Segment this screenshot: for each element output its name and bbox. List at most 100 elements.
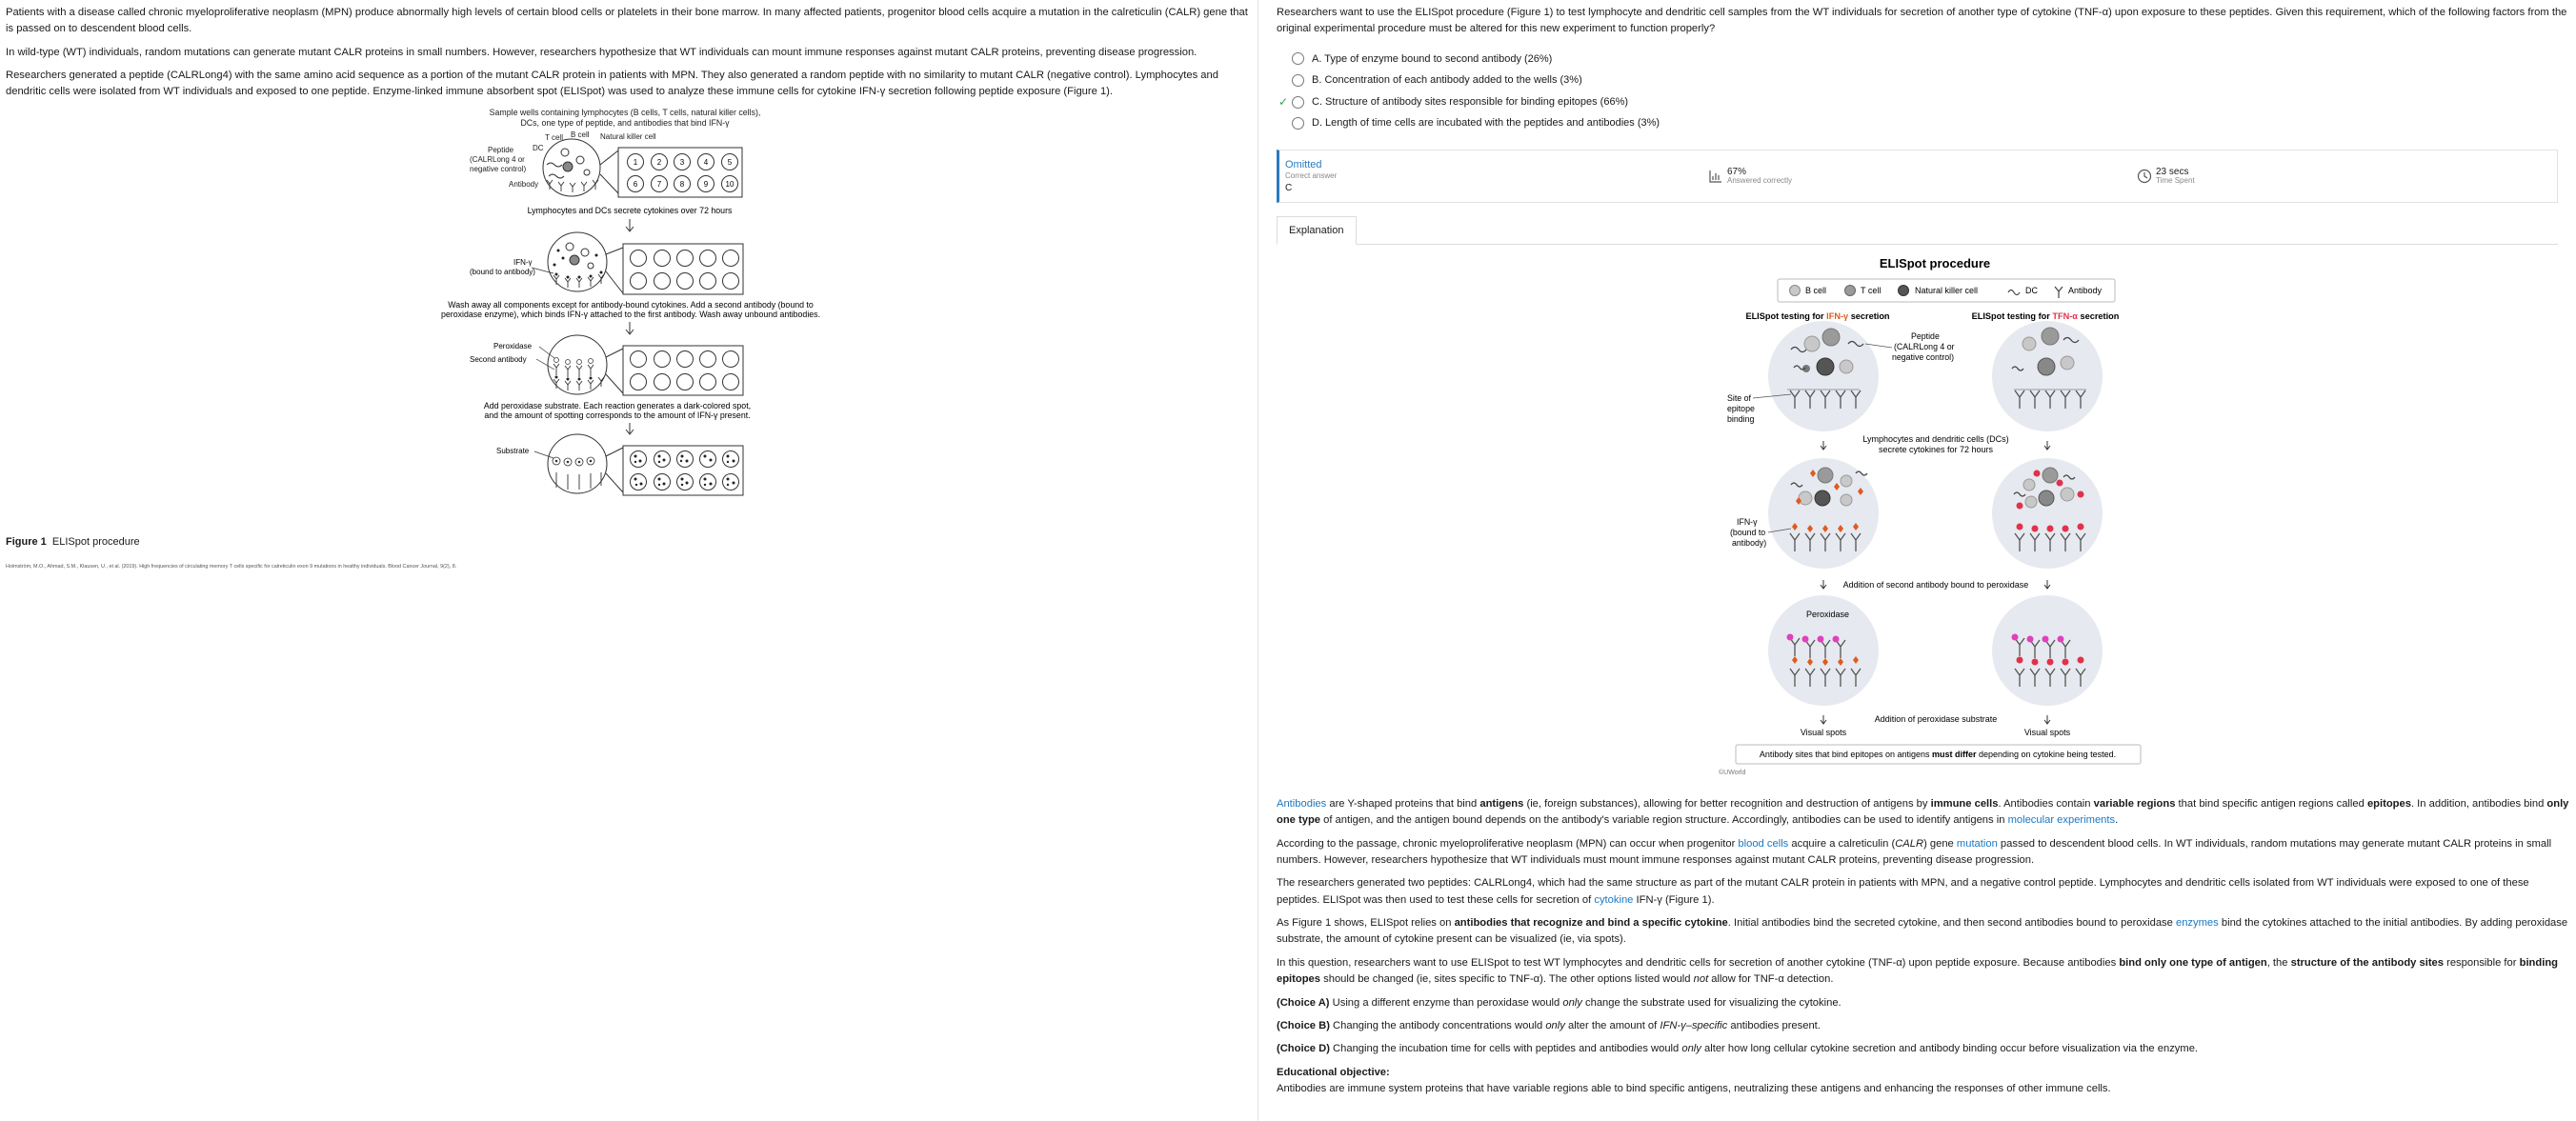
educational-objective-label: Educational objective: <box>1277 1065 2570 1081</box>
fig1-label-nk: Natural killer cell <box>600 132 656 141</box>
fig1-label-bcell: B cell <box>571 130 590 139</box>
choice-c[interactable]: ✓ C. Structure of antibody sites respons… <box>1278 91 2570 113</box>
text-span: should be changed (ie, sites specific to… <box>1320 973 1694 986</box>
explanation-paragraph-4: As Figure 1 shows, ELISpot relies on ant… <box>1277 915 2570 949</box>
omitted-status: Omitted Correct answer C <box>1285 150 1337 202</box>
header-prefix: ELISpot testing for <box>1745 311 1826 321</box>
passage-paragraph-2: In wild-type (WT) individuals, random mu… <box>6 46 1197 58</box>
italic-span: only <box>1681 1043 1701 1055</box>
choice-b[interactable]: B. Concentration of each antibody added … <box>1278 70 2570 91</box>
bold-span: immune cells <box>1930 797 1999 810</box>
bold-span: antibodies that recognize and bind a spe… <box>1454 917 1728 930</box>
fig2-label-peroxidase: Peroxidase <box>1806 610 1849 619</box>
educational-objective: Antibodies are immune system proteins th… <box>1277 1083 2111 1094</box>
fig1-well-label: 3 <box>680 158 685 167</box>
text-span: acquire a calreticulin ( <box>1788 837 1896 850</box>
explanation-diagram: ELISpot procedure B cell T cell Natural … <box>1719 256 2142 776</box>
fig1-step3-line1: Wash away all components except for anti… <box>448 300 814 310</box>
fig1-zoom-circle-2 <box>547 231 624 294</box>
fig1-step4-line2: and the amount of spotting corresponds t… <box>484 410 750 420</box>
choice-a-text: A. Type of enzyme bound to second antibo… <box>1312 52 1553 65</box>
fig1-zoom-circle-4 <box>547 433 624 494</box>
fig2-step2-line2: secrete cytokines for 72 hours <box>1879 445 1994 454</box>
fig2-col2-header: ELISpot testing for TFN-α secretion <box>1972 311 2120 321</box>
fig1-zoom-circle-1 <box>542 138 619 197</box>
text-span: alter how long cellular cytokine secreti… <box>1701 1043 2199 1055</box>
fig1-zoom-circle-3 <box>547 334 624 395</box>
radio-button[interactable] <box>1292 117 1304 130</box>
radio-button[interactable] <box>1292 52 1304 66</box>
tab-explanation[interactable]: Explanation <box>1277 215 1357 245</box>
fig1-well-label: 2 <box>657 158 662 167</box>
fig1-label-peroxidase: Peroxidase <box>493 342 533 350</box>
italic-span: only <box>1562 996 1582 1009</box>
fig2-note-box <box>1735 744 2142 765</box>
text-span: of antigen, and the antigen bound depend… <box>1320 814 2008 827</box>
link-blood-cells[interactable]: blood cells <box>1738 837 1789 850</box>
fig2-visual-spots-2: Visual spots <box>2024 728 2071 737</box>
arrow-down-icon <box>1820 579 1827 590</box>
choice-label: (Choice B) <box>1277 1019 1330 1031</box>
choice-a[interactable]: A. Type of enzyme bound to second antibo… <box>1278 49 2570 70</box>
fig2-label-ifn-2: (bound to <box>1730 528 1765 537</box>
time-label: Time Spent <box>2156 176 2195 186</box>
header-suffix: secretion <box>2078 311 2120 321</box>
figure-1: Sample wells containing lymphocytes (B c… <box>6 108 1254 527</box>
arrow-down-icon <box>625 321 634 335</box>
passage-paragraph-3: Researchers generated a peptide (CALRLon… <box>6 70 1218 98</box>
text-span: responsible for <box>2444 956 2520 969</box>
fig2-label-site-2: epitope <box>1727 404 1755 413</box>
link-molecular-experiments[interactable]: molecular experiments <box>2007 814 2116 827</box>
note-prefix: Antibody sites that bind epitopes on ant… <box>1760 750 1932 759</box>
choice-a-explanation: (Choice A) Using a different enzyme than… <box>1277 995 2570 1011</box>
citation: Holmström, M.O., Ahmad, S.M., Klausen, U… <box>6 564 457 571</box>
question-stem: Researchers want to use the ELISpot proc… <box>1277 7 2567 34</box>
header-suffix: secretion <box>1848 311 1890 321</box>
fig1-label-peptide-1: Peptide <box>488 146 514 154</box>
text-span: Using a different enzyme than peroxidase… <box>1329 996 1563 1009</box>
legend-item: DC <box>2025 286 2038 295</box>
explanation-paragraph-5: In this question, researchers want to us… <box>1277 955 2570 989</box>
choice-d-text: D. Length of time cells are incubated wi… <box>1312 117 1660 130</box>
link-antibodies[interactable]: Antibodies <box>1277 797 1327 810</box>
bold-span: variable regions <box>2093 797 2176 810</box>
fig1-well-label: 6 <box>634 180 638 189</box>
link-mutation[interactable]: mutation <box>1956 837 1998 850</box>
fig2-well-ifn-1 <box>1768 320 1879 431</box>
explanation-paragraph-2: According to the passage, chronic myelop… <box>1277 836 2570 870</box>
link-cytokine[interactable]: cytokine <box>1594 893 1634 906</box>
text-span: allow for TNF-α detection. <box>1708 973 1834 986</box>
explanation-paragraph-3: The researchers generated two peptides: … <box>1277 875 2570 909</box>
link-enzymes[interactable]: enzymes <box>2175 917 2219 930</box>
text-span: (ie, foreign substances), allowing for b… <box>1523 797 1931 810</box>
text-span: According to the passage, chronic myelop… <box>1277 837 1739 850</box>
fig2-label-peptide-1: Peptide <box>1911 331 1940 341</box>
tab-bar: Explanation <box>1277 215 2558 245</box>
text-span: . <box>2115 814 2119 827</box>
fig2-legend: B cell T cell Natural killer cell DC Ant… <box>1777 278 2116 303</box>
radio-button[interactable] <box>1292 73 1304 87</box>
fig2-well-tnf-1 <box>1992 320 2103 431</box>
fig2-step3: Addition of second antibody bound to per… <box>1843 580 2029 590</box>
answer-choices: A. Type of enzyme bound to second antibo… <box>1278 49 2570 134</box>
correct-answer-label: Correct answer <box>1285 171 1338 181</box>
fig2-well-ifn-2 <box>1768 457 1879 569</box>
explanation-figure: ELISpot procedure B cell T cell Natural … <box>1277 249 2558 796</box>
fig1-label-dc: DC <box>533 144 544 152</box>
choice-label: (Choice D) <box>1277 1043 1330 1055</box>
correct-answer-value: C <box>1285 183 1293 194</box>
fig1-step4-line1: Add peroxidase substrate. Each reaction … <box>484 401 751 410</box>
radio-button[interactable] <box>1292 95 1304 109</box>
fig1-well-label: 9 <box>704 180 709 189</box>
italic-span: only <box>1545 1019 1565 1031</box>
choice-d[interactable]: D. Length of time cells are incubated wi… <box>1278 112 2570 134</box>
text-span: In this question, researchers want to us… <box>1277 956 2120 969</box>
fig2-label-peptide-2: (CALRLong 4 or <box>1894 342 1955 351</box>
arrow-down-icon <box>1820 440 1827 450</box>
fig2-well-ifn-3 <box>1768 594 1879 706</box>
fig1-label-peptide-3: negative control) <box>470 165 526 173</box>
arrow-down-icon <box>2043 714 2051 725</box>
fig2-step4: Addition of peroxidase substrate <box>1875 714 1998 724</box>
arrow-down-icon <box>625 422 634 435</box>
fig1-step3-line2: peroxidase enzyme), which binds IFN-γ at… <box>441 310 820 319</box>
